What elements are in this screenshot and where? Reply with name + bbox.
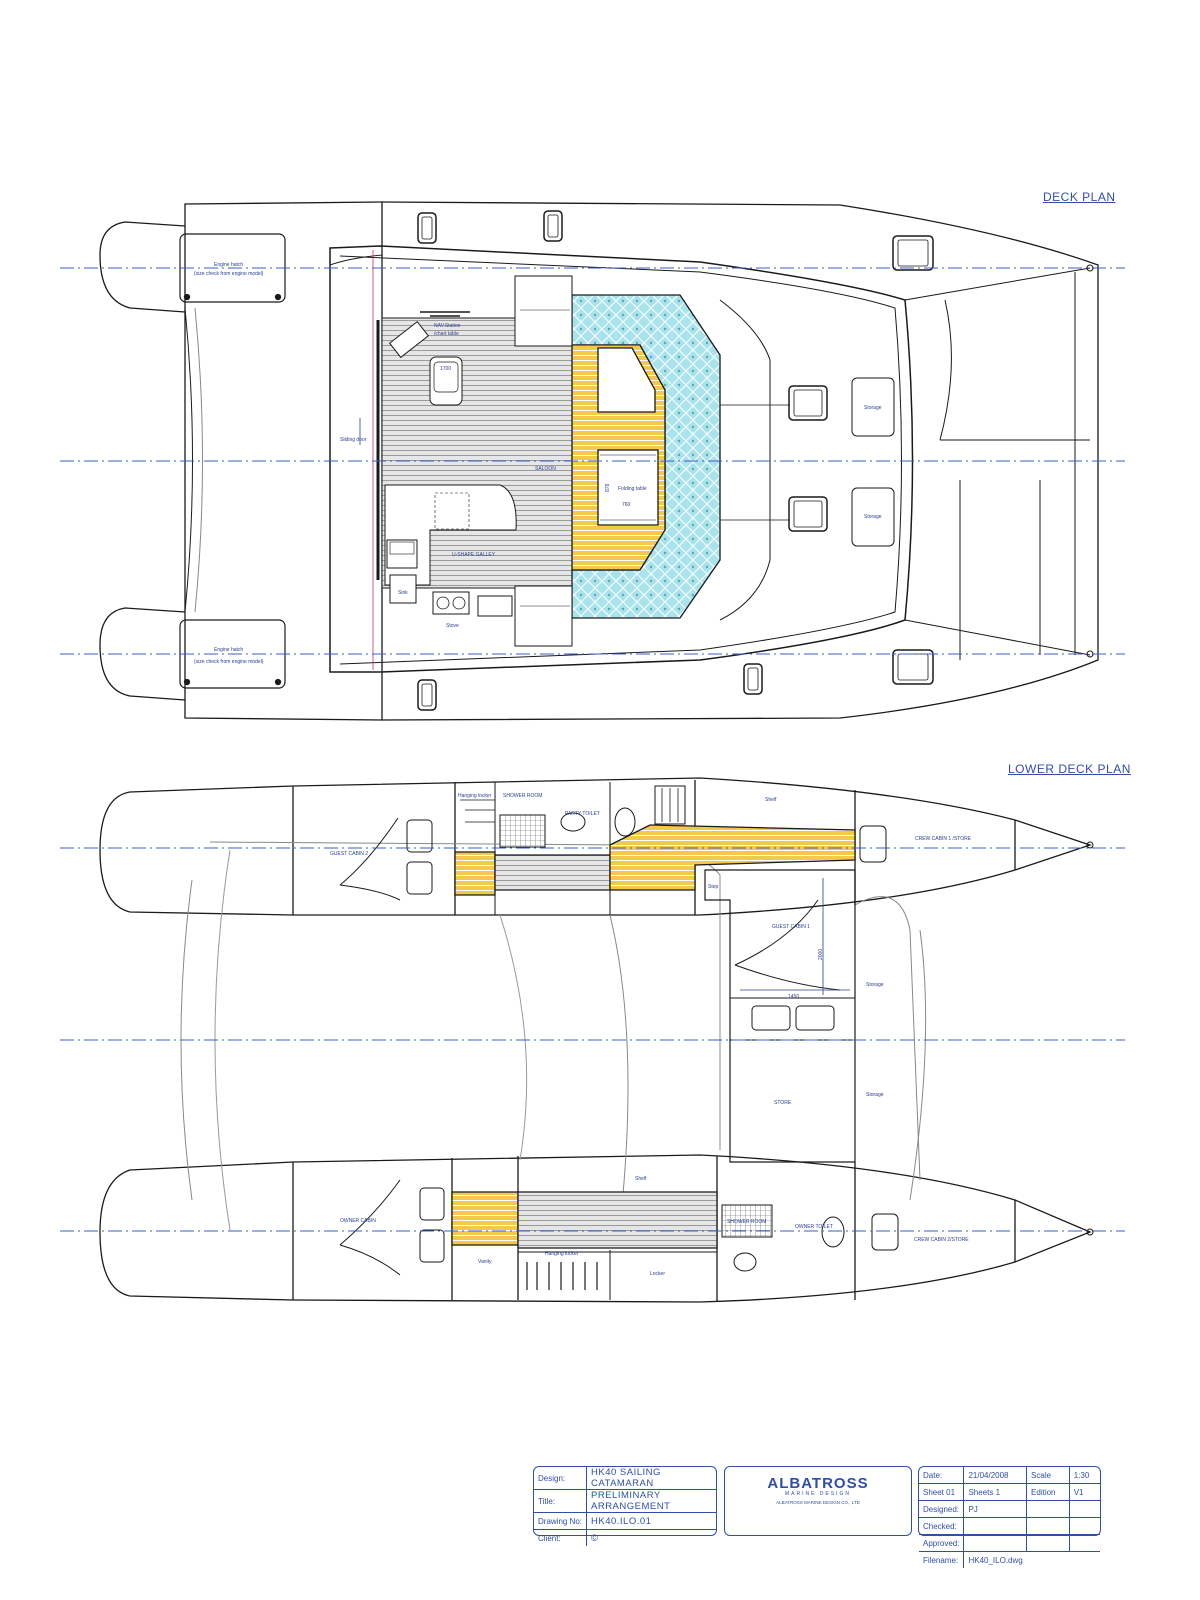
lower-deck-plan-title: LOWER DECK PLAN <box>1008 762 1131 776</box>
dim-2000-label: 2000 <box>818 949 824 960</box>
sheet-label: Sheet 01 <box>919 1483 965 1501</box>
engine-hatch-bottom-label: Engine hatch <box>214 647 243 653</box>
deck-hatches <box>417 210 934 711</box>
sink-label: Sink <box>398 590 408 596</box>
store-label: STORE <box>774 1100 792 1106</box>
seat-b <box>795 1005 835 1031</box>
shower-room-bottom-label: SHOWER ROOM <box>727 1219 766 1225</box>
nav-station-table <box>388 320 430 359</box>
lower-toilet <box>821 1216 845 1248</box>
dim-878-label: 878 <box>605 483 611 492</box>
scale-value: 1:30 <box>1068 1467 1100 1484</box>
party-toilet-label: PARTY TOILET <box>565 811 600 817</box>
seat-a <box>751 1005 791 1031</box>
folding-table <box>597 449 659 526</box>
nav-station-label: NAV.Station <box>434 323 461 329</box>
locker-label: Locker <box>650 1271 665 1277</box>
lower-hull <box>99 1154 1092 1303</box>
storage-a-label: Storage <box>866 982 884 988</box>
hanging-locker-bottom-label: Hanging locker <box>545 1251 579 1257</box>
deck-plan <box>60 201 1125 721</box>
port-hull-bottom <box>99 607 186 701</box>
edition-label: Edition <box>1026 1483 1070 1501</box>
logo-name: ALBATROSS <box>767 1475 869 1492</box>
client-value: © <box>586 1529 716 1546</box>
date-value: 21/04/2008 <box>963 1467 1028 1484</box>
storage-lower-label: Storage <box>864 514 882 520</box>
upper-hull <box>99 777 1093 916</box>
design-value: HK40 SAILING CATAMARAN <box>586 1467 716 1490</box>
hanging-locker-top-label: Hanging locker <box>458 793 492 799</box>
deck-outline <box>184 201 1099 721</box>
galley-label: U-SHAPE GALLEY <box>452 552 496 558</box>
filename-label: Filename: <box>919 1551 965 1568</box>
logo-sub: MARINE DESIGN <box>784 1491 851 1497</box>
engine-hatch-bottom-note: (size check from engine model) <box>194 659 264 665</box>
lower-shower-tray <box>721 1204 773 1238</box>
scale-label: Scale <box>1026 1467 1070 1484</box>
upper-teak-floor <box>454 851 496 896</box>
title-label: Title: <box>534 1489 587 1513</box>
sheets-value: Sheets 1 <box>963 1483 1028 1501</box>
storage-hatch-upper <box>851 377 895 437</box>
guest-cabin-1-label: GUEST CABIN 1 <box>772 924 810 930</box>
helm-seat <box>429 356 463 406</box>
approved-label: Approved: <box>919 1534 965 1552</box>
sliding-door-label: Sliding door <box>340 437 367 443</box>
edition-value: V1 <box>1068 1483 1100 1501</box>
shower-room-label: SHOWER ROOM <box>503 793 542 799</box>
galley-counter <box>384 484 517 586</box>
storage-b-label: Storage <box>866 1092 884 1098</box>
design-label: Design: <box>534 1467 587 1490</box>
shelf-bottom-label: Shelf <box>635 1176 647 1182</box>
drawing-no-label: Drawing No: <box>534 1512 587 1530</box>
upper-toilet <box>614 807 636 837</box>
step-label: Step <box>708 884 719 890</box>
crew-cabin-2-label: CREW CABIN 2/STORE <box>914 1237 969 1243</box>
cabin-roof <box>329 245 914 673</box>
deck-plan-title: DECK PLAN <box>1043 190 1116 204</box>
starboard-hull-top <box>99 221 186 313</box>
designed-label: Designed: <box>919 1500 965 1518</box>
crew-cabin-1-label: CREW CABIN 1 /STORE <box>915 836 972 842</box>
designed-value: PJ <box>963 1500 1028 1518</box>
vanity-label: Vanity <box>478 1259 492 1265</box>
stove-label: Stove <box>446 623 459 629</box>
date-label: Date: <box>919 1467 965 1484</box>
filename-value: HK40_ILO.dwg <box>963 1551 1100 1568</box>
bridge-deck-cabin <box>704 869 856 1163</box>
dim-760-label: 760 <box>622 502 631 508</box>
storage-upper-label: Storage <box>864 405 882 411</box>
dim-1450-label: 1450 <box>788 994 799 1000</box>
stove <box>432 591 470 615</box>
upper-shower-tray <box>499 814 546 848</box>
title-value: PRELIMINARY ARRANGEMENT <box>586 1489 716 1513</box>
lower-teak-floor <box>451 1191 519 1246</box>
guest-cabin-2-label: GUEST CABIN 2 <box>330 851 368 857</box>
owner-cabin-label: OWNER CABIN <box>340 1218 376 1224</box>
upper-basin <box>560 812 586 832</box>
engine-hatch-top-note: (size check from engine model) <box>194 271 264 277</box>
lower-basin <box>733 1252 757 1272</box>
title-block-left: Design:HK40 SAILING CATAMARAN Title:PREL… <box>533 1466 717 1546</box>
lower-deck-plan <box>60 777 1125 1303</box>
shelf-top-label: Shelf <box>765 797 777 803</box>
engine-hatch-top-label: Engine hatch <box>214 262 243 268</box>
owner-toilet-label: OWNER TOILET <box>795 1224 833 1230</box>
folding-table-label: Folding table <box>618 486 647 492</box>
drawing-no-value: HK40.ILO.01 <box>586 1512 716 1530</box>
chart-table-label: /chart table <box>434 331 459 337</box>
dim-1700-label: 1700 <box>440 366 451 372</box>
storage-hatch-lower <box>851 487 895 547</box>
checked-label: Checked: <box>919 1517 965 1535</box>
company-logo-block: ALBATROSS MARINE DESIGN ALBATROSS MARINE… <box>724 1466 912 1536</box>
saloon-label: SALOON <box>535 466 556 472</box>
logo-address: ALBATROSS MARINE DESIGN CO., LTD <box>776 1500 860 1505</box>
client-label: Client: <box>534 1529 587 1546</box>
